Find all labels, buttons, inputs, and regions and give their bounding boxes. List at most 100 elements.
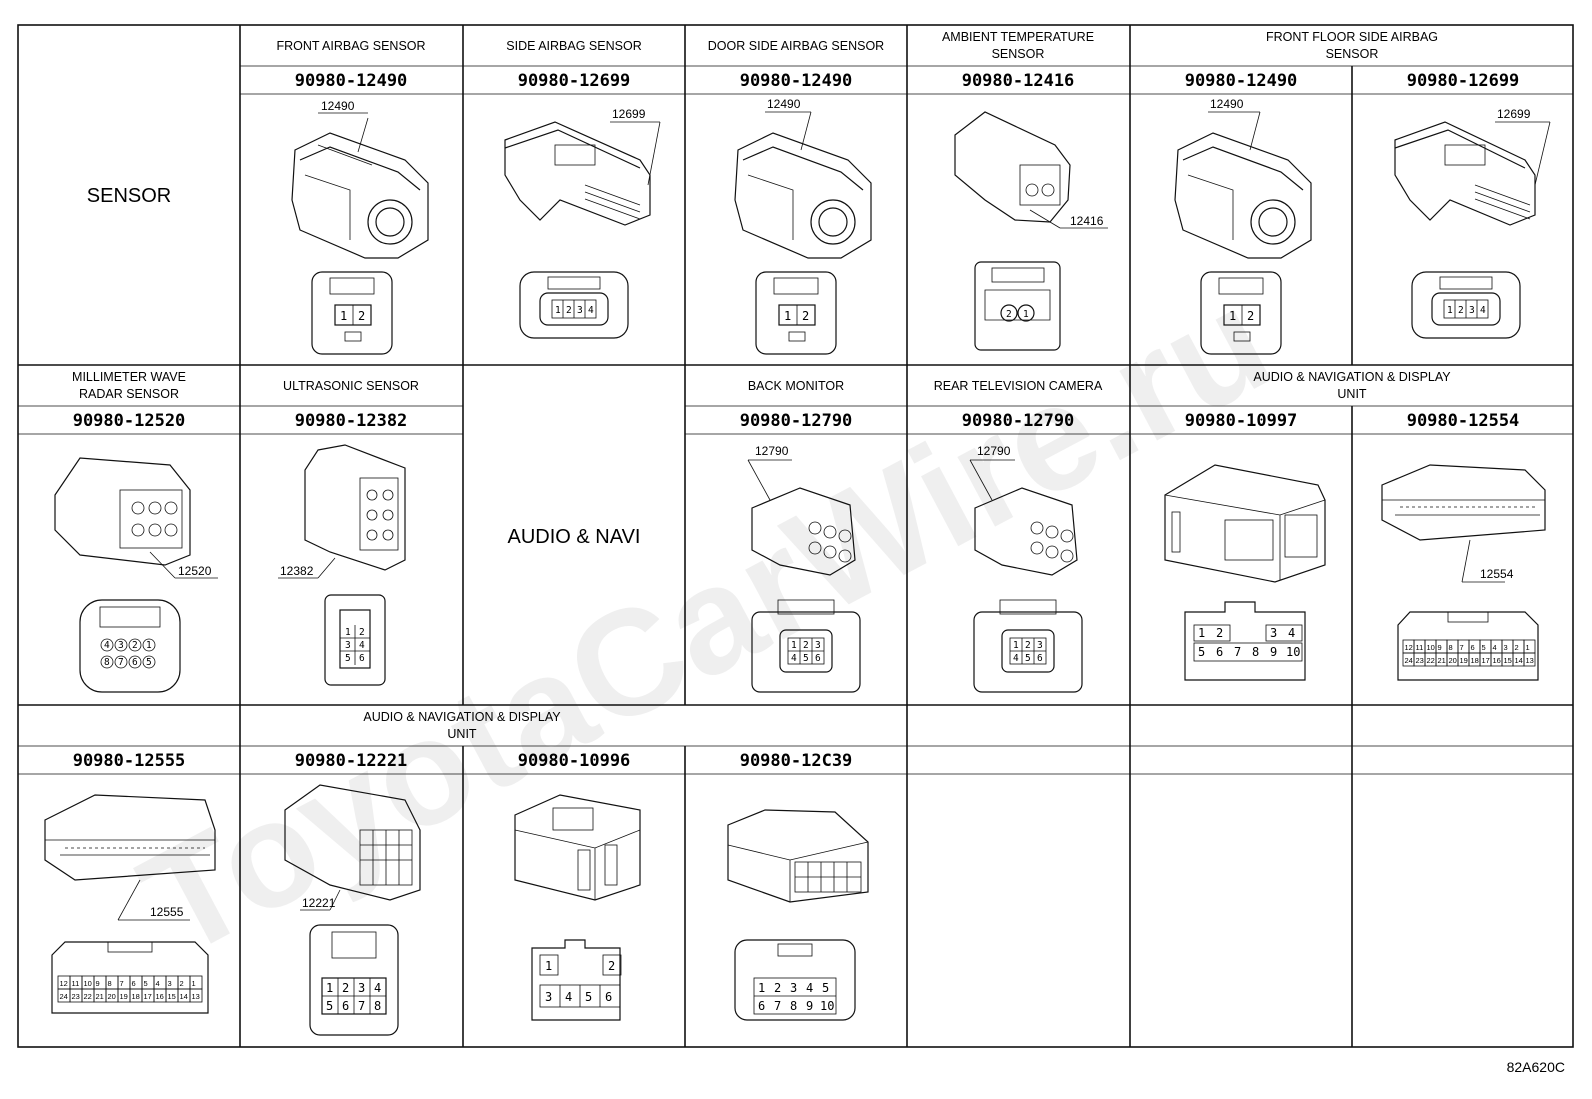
pin: 6 (1216, 645, 1223, 659)
pin: 20 (108, 992, 116, 1001)
pin: 1 (791, 640, 797, 651)
pin: 14 (180, 992, 188, 1001)
cell-title-radar-l1: MILLIMETER WAVE (72, 370, 186, 384)
pin: 24 (1405, 656, 1413, 665)
pin-face-12C39: 1 2 3 4 5 6 7 8 9 10 (734, 939, 856, 1021)
part-number: 90980-12416 (962, 71, 1075, 91)
pin: 2 (608, 959, 615, 973)
connector-drawing-12520: 12520 (54, 457, 218, 579)
pin: 10 (84, 979, 92, 988)
pin: 3 (168, 979, 172, 988)
connector-drawing-12790: 12790 (747, 444, 856, 576)
pin: 15 (168, 992, 176, 1001)
connector-drawing-12416: 12416 (954, 111, 1108, 229)
pin-face-12382: 1 2 3 4 5 6 (324, 594, 386, 686)
pin: 6 (359, 653, 365, 664)
callout-label: 12699 (612, 107, 646, 121)
pin: 1 (784, 309, 791, 323)
pin: 8 (108, 979, 112, 988)
part-number: 90980-12699 (518, 71, 631, 91)
pin: 3 (1037, 640, 1043, 651)
pin-face-12490: 1 2 (311, 271, 393, 355)
pin: 1 (1447, 305, 1453, 316)
pin: 13 (192, 992, 200, 1001)
pin-face-10997: 1 2 3 4 5 6 7 8 9 10 (1184, 601, 1306, 681)
pin: 3 (345, 640, 351, 651)
connector-drawing-10996 (514, 794, 641, 901)
pin: 2 (566, 305, 572, 316)
pin-face-12221: 1 2 3 4 5 6 7 8 (309, 924, 399, 1036)
connector-drawing-12699: 12699 (1394, 107, 1551, 226)
pin-face-12490: 1 2 (1200, 271, 1282, 355)
pin: 20 (1449, 656, 1457, 665)
part-number: 90980-12790 (740, 411, 853, 431)
pin: 17 (144, 992, 152, 1001)
pin: 1 (1229, 309, 1236, 323)
pin: 1 (192, 979, 196, 988)
part-number: 90980-10997 (1185, 411, 1298, 431)
connector-drawing-12555: 12555 (44, 794, 216, 921)
pin: 6 (132, 979, 136, 988)
pin-face-10996: 1 2 3 4 5 6 (531, 939, 622, 1021)
pin: 8 (374, 999, 381, 1013)
callout-label: 12790 (977, 444, 1011, 458)
part-number: 90980-12490 (1185, 71, 1298, 91)
pin: 3 (118, 640, 124, 651)
pin: 10 (1286, 645, 1300, 659)
pin: 1 (1198, 626, 1205, 640)
pin: 22 (1427, 656, 1435, 665)
part-number: 90980-12490 (295, 71, 408, 91)
pin: 2 (774, 981, 781, 995)
callout-label: 12790 (755, 444, 789, 458)
pin: 8 (104, 657, 110, 668)
part-number: 90980-10996 (518, 751, 631, 771)
pin: 10 (820, 999, 834, 1013)
pin: 7 (774, 999, 781, 1013)
pin: 4 (1288, 626, 1295, 640)
pin: 1 (340, 309, 347, 323)
pin: 9 (96, 979, 100, 988)
cell-title-audio-nav-l1: AUDIO & NAVIGATION & DISPLAY (1253, 370, 1451, 384)
pin: 6 (1037, 653, 1043, 664)
pin: 10 (1427, 643, 1435, 652)
pin: 19 (1460, 656, 1468, 665)
pin: 4 (374, 981, 381, 995)
cell-title-audio-nav3-l2: UNIT (447, 727, 477, 741)
pin: 2 (1515, 643, 1519, 652)
pin: 4 (359, 640, 365, 651)
pin: 3 (577, 305, 583, 316)
pin: 3 (358, 981, 365, 995)
callout-label: 12221 (302, 896, 336, 910)
pin: 8 (1449, 643, 1453, 652)
pin: 18 (1471, 656, 1479, 665)
callout-label: 12490 (1210, 97, 1244, 111)
pin: 5 (1482, 643, 1486, 652)
cell-title-audio-nav-l2: UNIT (1337, 387, 1367, 401)
pin: 2 (358, 309, 365, 323)
pin: 4 (1480, 305, 1486, 316)
cell-title-back-monitor: BACK MONITOR (748, 379, 844, 393)
pin: 6 (605, 990, 612, 1004)
pin-face-12520: 4 3 2 1 8 7 6 5 (79, 599, 181, 693)
pin: 8 (1252, 645, 1259, 659)
pin: 5 (1198, 645, 1205, 659)
pin: 5 (585, 990, 592, 1004)
cell-title-rear-tv-camera: REAR TELEVISION CAMERA (934, 379, 1103, 393)
cell-title-ambient-temp-l2: SENSOR (992, 47, 1045, 61)
pin: 24 (60, 992, 68, 1001)
pin: 5 (803, 653, 809, 664)
pin: 1 (345, 627, 351, 638)
connector-drawing-12699: 12699 (504, 107, 661, 226)
pin: 1 (1526, 643, 1530, 652)
pin: 7 (120, 979, 124, 988)
pin: 1 (758, 981, 765, 995)
pin: 2 (359, 627, 365, 638)
callout-label: 12520 (178, 564, 212, 578)
pin: 13 (1526, 656, 1534, 665)
pin: 4 (1493, 643, 1497, 652)
pin: 2 (803, 640, 809, 651)
pin: 6 (1471, 643, 1475, 652)
pin: 5 (144, 979, 148, 988)
